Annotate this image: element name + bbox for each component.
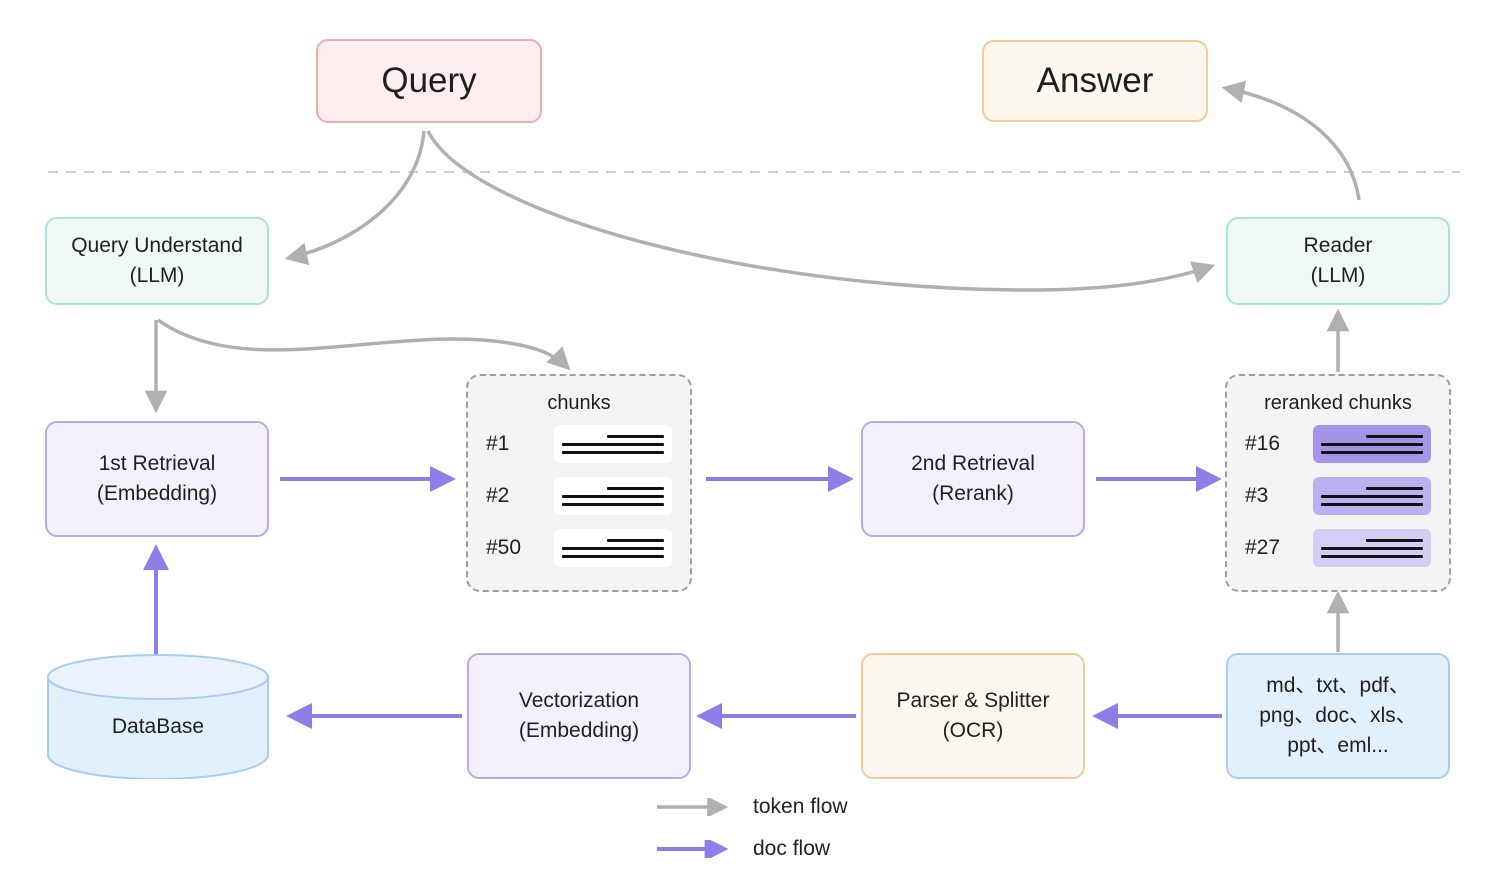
chunk-text-line bbox=[606, 486, 664, 490]
chunk-preview-card[interactable] bbox=[554, 425, 672, 463]
chunk-preview-card[interactable] bbox=[1313, 529, 1431, 567]
database-cylinder-icon bbox=[47, 654, 269, 780]
chunk-text-line bbox=[606, 538, 664, 542]
chunk-text-line bbox=[562, 442, 664, 446]
chunk-row[interactable]: #2 bbox=[486, 477, 672, 515]
node-reader[interactable]: Reader (LLM) bbox=[1226, 217, 1450, 305]
chunk-id-label: #3 bbox=[1245, 484, 1269, 507]
chunk-preview-card[interactable] bbox=[554, 529, 672, 567]
chunk-id-label: #2 bbox=[486, 484, 510, 507]
node-first-retrieval[interactable]: 1st Retrieval (Embedding) bbox=[45, 421, 269, 537]
node-file-types[interactable]: md、txt、pdf、 png、doc、xls、 ppt、eml... bbox=[1226, 653, 1450, 779]
chunk-text-line bbox=[1365, 434, 1423, 438]
chunk-row[interactable]: #50 bbox=[486, 529, 672, 567]
legend-label-token-flow: token flow bbox=[753, 795, 848, 818]
chunk-preview-card[interactable] bbox=[554, 477, 672, 515]
doc-flow-arrow-icon bbox=[657, 840, 729, 858]
chunks-container: chunks #1 #2 #50 bbox=[466, 374, 692, 592]
legend-label-doc-flow: doc flow bbox=[753, 837, 831, 860]
legend-item-token-flow: token flow bbox=[655, 795, 848, 819]
chunk-id-label: #27 bbox=[1245, 536, 1281, 559]
edge-query-understand-to-chunks bbox=[156, 318, 571, 371]
legend-item-doc-flow: doc flow bbox=[655, 837, 848, 861]
edge-query-to-reader bbox=[426, 130, 1216, 292]
node-second-retrieval[interactable]: 2nd Retrieval (Rerank) bbox=[861, 421, 1085, 537]
reranked-chunks-title: reranked chunks bbox=[1264, 392, 1412, 414]
token-flow-arrow-icon bbox=[657, 798, 729, 816]
chunk-text-line bbox=[562, 546, 664, 550]
node-query[interactable]: Query bbox=[316, 39, 542, 123]
chunk-row[interactable]: #3 bbox=[1245, 477, 1431, 515]
chunks-title: chunks bbox=[547, 392, 611, 414]
legend: token flow doc flow bbox=[655, 795, 848, 861]
chunk-row[interactable]: #1 bbox=[486, 425, 672, 463]
chunk-text-line bbox=[1321, 494, 1423, 498]
chunk-row[interactable]: #27 bbox=[1245, 529, 1431, 567]
chunk-text-line bbox=[1321, 450, 1423, 454]
reranked-chunks-container: reranked chunks #16 #3 #27 bbox=[1225, 374, 1451, 592]
database-label: DataBase bbox=[111, 715, 205, 738]
node-parser-splitter[interactable]: Parser & Splitter (OCR) bbox=[861, 653, 1085, 779]
chunk-row[interactable]: #16 bbox=[1245, 425, 1431, 463]
chunk-id-label: #1 bbox=[486, 432, 510, 455]
chunk-text-line bbox=[562, 502, 664, 506]
chunk-id-label: #50 bbox=[486, 536, 522, 559]
node-database[interactable]: DataBase bbox=[45, 653, 271, 780]
node-answer[interactable]: Answer bbox=[982, 40, 1208, 122]
reranked-chunks-row-list: #16 #3 #27 bbox=[1227, 425, 1449, 571]
chunk-text-line bbox=[562, 450, 664, 454]
chunk-preview-card[interactable] bbox=[1313, 425, 1431, 463]
chunk-text-line bbox=[1365, 538, 1423, 542]
chunk-text-line bbox=[1321, 502, 1423, 506]
node-query-understand[interactable]: Query Understand (LLM) bbox=[45, 217, 269, 305]
chunk-text-line bbox=[1321, 554, 1423, 558]
chunk-id-label: #16 bbox=[1245, 432, 1281, 455]
chunk-text-line bbox=[562, 554, 664, 558]
chunk-text-line bbox=[606, 434, 664, 438]
edge-query-to-query-understand bbox=[284, 130, 426, 266]
chunk-preview-card[interactable] bbox=[1313, 477, 1431, 515]
chunk-text-line bbox=[562, 494, 664, 498]
chunk-text-line bbox=[1365, 486, 1423, 490]
chunk-text-line bbox=[1321, 546, 1423, 550]
chunks-row-list: #1 #2 #50 bbox=[468, 425, 690, 571]
node-vectorization[interactable]: Vectorization (Embedding) bbox=[467, 653, 691, 779]
chunk-text-line bbox=[1321, 442, 1423, 446]
edge-reader-to-answer bbox=[1221, 80, 1361, 201]
